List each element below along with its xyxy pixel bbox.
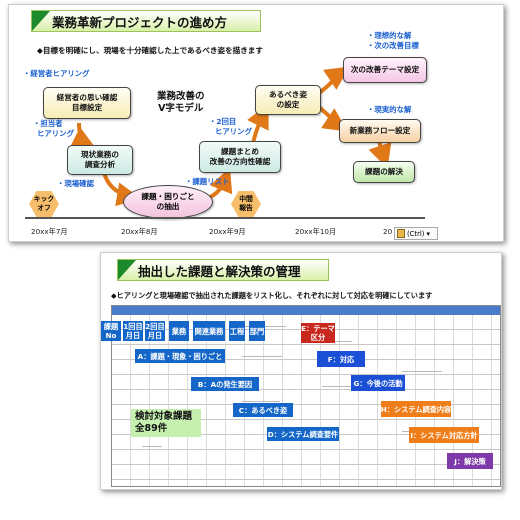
arrow-b1-b2 xyxy=(69,122,97,149)
box-ideal-state-line-1: あるべき姿 xyxy=(269,90,307,99)
box-issue-summary-line-2: 改善の方向性確認 xyxy=(209,157,271,166)
tag-second-date: 2回目 月日 xyxy=(145,321,165,341)
tag-second-date-line-2: 月日 xyxy=(147,331,163,340)
label-ideal-2: ・次の改善目標 xyxy=(367,41,419,50)
timeline-tick: 20xx年7月 xyxy=(31,227,68,236)
milestone-interim-line-2: 報告 xyxy=(239,204,253,212)
timeline-tick: 20xx年10月 xyxy=(295,227,337,236)
oval-issue-extraction: 課題・困りごと の抽出 xyxy=(123,185,213,219)
box-exec-intent-line-2: 目標設定 xyxy=(71,103,103,112)
clipboard-icon xyxy=(397,229,405,238)
tag-col-j: J：解決策 xyxy=(447,453,493,469)
tag-col-b: B：Aの発生要因 xyxy=(191,377,259,391)
title-flag-icon xyxy=(32,11,50,31)
arrow-b7-b8 xyxy=(368,140,392,169)
label-second-hearing-2: ヒアリング xyxy=(215,127,252,136)
paste-options-label: (Ctrl) ▾ xyxy=(407,229,430,238)
tag-business: 業務 xyxy=(169,321,189,341)
box-current-analysis-line-1: 現状業務の xyxy=(81,150,119,159)
v-model-caption: 業務改善の V字モデル xyxy=(157,91,205,115)
slide-project-approach: 業務革新プロジェクトの進め方 ◆目標を明確にし、現場を十分確認した上であるべき姿… xyxy=(8,4,504,242)
label-issue-list: ・課題リスト xyxy=(185,177,230,186)
milestone-interim-line-1: 中間 xyxy=(239,195,253,203)
label-realistic: ・現実的な解 xyxy=(367,105,412,114)
tag-col-f: F：対応 xyxy=(317,351,365,367)
sheet-cell-text xyxy=(242,401,280,402)
tag-issue-no-line-2: No xyxy=(105,331,117,340)
label-exec-hearing: ・経営者ヒアリング xyxy=(23,69,90,78)
box-exec-intent-line-1: 経営者の思い確認 xyxy=(56,93,118,102)
milestone-kickoff-line-2: オフ xyxy=(37,204,51,212)
sheet-cell-text xyxy=(242,356,282,357)
box-current-analysis: 現状業務の 調査分析 xyxy=(67,145,133,175)
label-second-hearing-1: ・2回目 xyxy=(209,117,237,126)
tag-col-e-line-1: E：テーマ xyxy=(301,324,335,333)
slide2-title-bar: 抽出した課題と解決策の管理 xyxy=(117,259,329,281)
arrow-b5-b6 xyxy=(317,66,350,95)
slide1-intro: ◆目標を明確にし、現場を十分確認した上であるべき姿を描きます xyxy=(37,46,263,55)
total-issues-line-1: 検討対象課題 xyxy=(135,411,193,422)
slide2-intro: ◆ヒアリングと現場確認で抽出された課題をリスト化し、それぞれに対して対応を明確に… xyxy=(111,291,433,300)
label-staff-hearing-1: ・担当者 xyxy=(33,119,63,128)
label-site-check: ・現場確認 xyxy=(57,179,94,188)
box-issue-summary-line-1: 課題まとめ xyxy=(221,147,259,156)
timeline-tick: 20xx年9月 xyxy=(209,227,246,236)
tag-col-d: D：システム調査要件 xyxy=(267,427,339,441)
sheet-cell-text xyxy=(142,446,162,447)
timeline-tick: 20xx年8月 xyxy=(121,227,158,236)
tag-col-g: G：今後の活動 xyxy=(351,375,405,391)
tag-col-h: H：システム調査内容 xyxy=(381,401,451,417)
label-staff-hearing-2: ヒアリング xyxy=(37,129,74,138)
slide-issue-management: 抽出した課題と解決策の管理 ◆ヒアリングと現場確認で抽出された課題をリスト化し、… xyxy=(100,252,502,490)
oval-issue-extraction-line-1: 課題・困りごと xyxy=(141,192,195,201)
slide2-title: 抽出した課題と解決策の管理 xyxy=(138,264,301,279)
arrow-b5-b7 xyxy=(317,105,348,132)
sheet-cell-text xyxy=(402,371,442,372)
tag-col-e: E：テーマ 区分 xyxy=(301,323,335,343)
tag-related-business: 関連業務 xyxy=(193,321,225,341)
box-new-flow: 新業務フロー設定 xyxy=(339,119,421,143)
box-issue-resolution: 課題の解決 xyxy=(353,161,415,183)
sheet-header-row xyxy=(112,306,500,315)
slide1-title: 業務革新プロジェクトの進め方 xyxy=(52,15,228,30)
box-ideal-state-line-2: の設定 xyxy=(276,100,300,109)
timeline-tick: 20 xyxy=(383,227,393,236)
sheet-cell-text xyxy=(322,386,356,387)
tag-first-date-line-1: 1回目 xyxy=(123,322,143,331)
v-model-caption-line-1: 業務改善の xyxy=(157,91,205,102)
label-ideal-1: ・理想的な解 xyxy=(367,31,412,40)
sheet-cell-text xyxy=(322,341,352,342)
timeline-axis xyxy=(25,217,425,219)
tag-department: 部門 xyxy=(249,321,265,341)
tag-first-date-line-2: 月日 xyxy=(125,331,141,340)
oval-issue-extraction-line-2: の抽出 xyxy=(156,202,180,211)
sheet-grid xyxy=(112,315,500,486)
tag-issue-no: 課題 No xyxy=(101,321,121,341)
tag-process: 工程 xyxy=(229,321,245,341)
box-next-theme: 次の改善テーマ設定 xyxy=(343,57,427,83)
paste-options-button[interactable]: (Ctrl) ▾ xyxy=(394,227,438,240)
slide1-title-bar: 業務革新プロジェクトの進め方 xyxy=(31,10,261,32)
total-issues-line-2: 全89件 xyxy=(135,423,168,434)
box-issue-summary: 課題まとめ 改善の方向性確認 xyxy=(199,141,281,173)
box-ideal-state: あるべき姿 の設定 xyxy=(255,85,321,115)
v-model-caption-line-2: V字モデル xyxy=(158,103,204,114)
tag-col-c: C：あるべき姿 xyxy=(233,403,293,417)
tag-first-date: 1回目 月日 xyxy=(123,321,143,341)
tag-col-a: A：課題・現象・困りごと xyxy=(135,349,225,363)
box-current-analysis-line-2: 調査分析 xyxy=(84,160,116,169)
box-exec-intent: 経営者の思い確認 目標設定 xyxy=(43,87,131,119)
title-flag-icon xyxy=(118,260,136,280)
tag-col-i: I：システム対応方針 xyxy=(409,427,479,443)
tag-col-e-line-2: 区分 xyxy=(310,333,326,342)
arrow-b4-b5 xyxy=(247,103,269,144)
total-issues-label: 検討対象課題 全89件 xyxy=(131,409,201,437)
milestone-kickoff-line-1: キック xyxy=(33,195,55,203)
tag-issue-no-line-1: 課題 xyxy=(103,322,119,331)
tag-second-date-line-1: 2回目 xyxy=(145,322,165,331)
